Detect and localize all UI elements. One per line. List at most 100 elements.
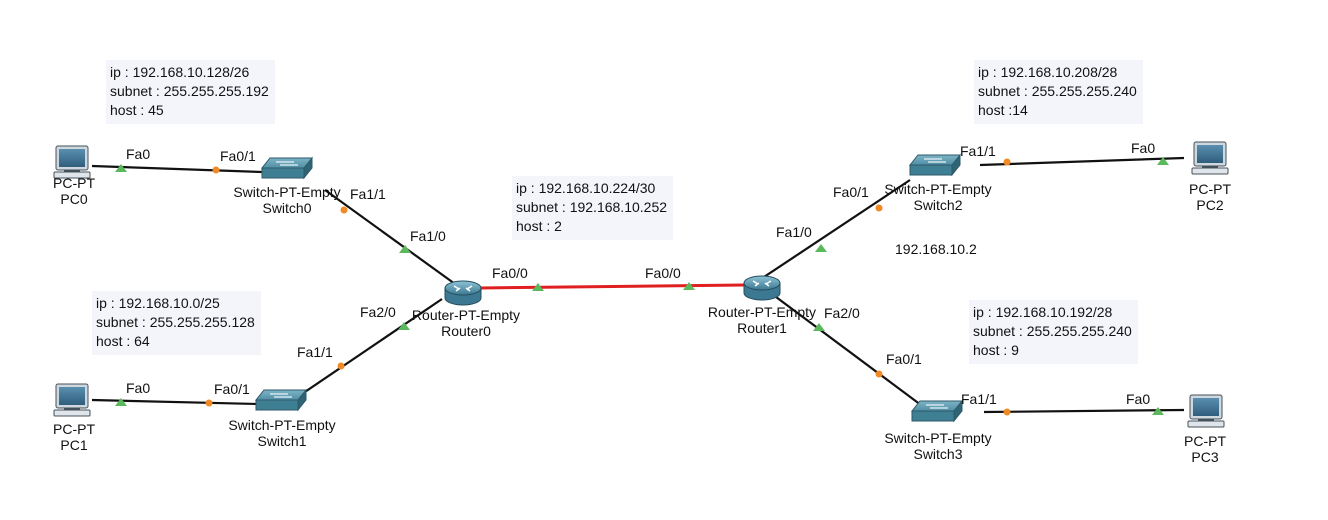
link-up-marker [398, 322, 410, 330]
device-label: Switch-PT-Empty Switch2 [877, 181, 999, 213]
link-switch0-router0[interactable] [324, 189, 463, 290]
link-blocking-marker [340, 206, 348, 214]
port-label: Fa1/1 [960, 143, 996, 159]
switch-icon[interactable] [910, 399, 964, 423]
note-subnet: subnet : 255.255.255.240 [978, 83, 1137, 99]
port-label: Fa0/1 [886, 351, 922, 367]
link-blocking-marker [212, 166, 220, 174]
link-up-marker [815, 244, 827, 252]
link-up-marker [115, 164, 127, 172]
router-icon[interactable] [444, 280, 482, 306]
link-up-marker [532, 283, 544, 291]
link-switch3-pc3[interactable] [983, 408, 1185, 414]
link-blocking-marker [875, 370, 883, 378]
device-label: Router-PT-Empty Router0 [404, 307, 528, 339]
note-subnet: subnet : 255.255.255.192 [110, 83, 269, 99]
device-name: Switch3 [913, 446, 963, 462]
port-label: Fa1/1 [350, 186, 386, 202]
port-label: Fa0/1 [214, 381, 250, 397]
note-host: host : 9 [973, 342, 1019, 358]
device-name: PC0 [60, 191, 88, 207]
device-type: Router-PT-Empty [707, 304, 817, 320]
note-ip: ip : 192.168.10.224/30 [516, 180, 656, 196]
link-blocking-marker [205, 399, 213, 407]
port-label: Fa1/0 [776, 224, 812, 240]
device-type: PC-PT [53, 175, 95, 191]
subnet-note[interactable]: ip : 192.168.10.192/28 subnet : 255.255.… [969, 300, 1138, 364]
switch-icon[interactable] [254, 388, 308, 412]
pc-icon[interactable] [1191, 141, 1229, 175]
links [91, 156, 1185, 414]
note-subnet: subnet : 255.255.255.128 [96, 314, 255, 330]
router-icon[interactable] [743, 275, 781, 301]
port-label: Fa0 [126, 146, 151, 162]
link-router1-switch2[interactable] [757, 179, 911, 282]
device-label: PC-PT PC1 [46, 421, 102, 453]
device-name: Switch2 [913, 197, 963, 213]
port-label: Fa1/1 [297, 344, 333, 360]
link-up-marker [813, 323, 825, 331]
note-host: host :14 [978, 102, 1028, 118]
port-label: Fa1/0 [410, 228, 446, 244]
note-ip: ip : 192.168.10.128/26 [110, 64, 250, 80]
device-type: PC-PT [1184, 433, 1226, 449]
port-label: Fa0/1 [833, 184, 869, 200]
link-blocking-marker [1003, 158, 1011, 166]
device-label: Switch-PT-Empty Switch3 [877, 430, 999, 462]
device-label: Router-PT-Empty Router1 [700, 304, 824, 336]
port-label: Fa0 [1131, 140, 1156, 156]
link-router0-router1[interactable] [479, 283, 745, 290]
link-router1-switch3[interactable] [771, 293, 926, 409]
port-label: Fa0/1 [220, 148, 256, 164]
device-name: Switch1 [257, 433, 307, 449]
link-router0-switch1[interactable] [295, 298, 443, 399]
device-label: Switch-PT-Empty Switch0 [226, 184, 348, 216]
subnet-note[interactable]: ip : 192.168.10.128/26 subnet : 255.255.… [106, 60, 275, 124]
note-ip: ip : 192.168.10.192/28 [973, 304, 1113, 320]
device-label: PC-PT PC3 [1177, 433, 1233, 465]
device-type: Router-PT-Empty [411, 307, 521, 323]
device-type: Switch-PT-Empty [233, 184, 341, 200]
note-subnet: subnet : 192.168.10.252 [516, 199, 668, 215]
device-label: PC-PT PC2 [1182, 181, 1238, 213]
switch-icon[interactable] [908, 153, 962, 177]
link-blocking-marker [1003, 408, 1011, 416]
port-label: Fa0 [126, 380, 151, 396]
link-up-marker [683, 282, 695, 290]
port-label: Fa0/0 [645, 265, 681, 281]
link-pc1-switch1[interactable] [91, 398, 259, 406]
device-name: Switch0 [262, 200, 312, 216]
link-blocking-marker [875, 204, 883, 212]
subnet-note[interactable]: ip : 192.168.10.208/28 subnet : 255.255.… [974, 60, 1143, 124]
subnet-note[interactable]: ip : 192.168.10.224/30 subnet : 192.168.… [512, 176, 674, 240]
link-up-marker [1152, 407, 1164, 415]
port-label: Fa2/0 [360, 304, 396, 320]
link-switch2-pc2[interactable] [979, 156, 1185, 167]
device-name: Router1 [737, 320, 787, 336]
link-up-marker [399, 245, 411, 253]
subnet-note[interactable]: ip : 192.168.10.0/25 subnet : 255.255.25… [92, 291, 261, 355]
switch-icon[interactable] [260, 156, 314, 180]
link-up-marker [1157, 157, 1169, 165]
note-subnet: subnet : 255.255.255.240 [973, 323, 1132, 339]
port-label: Fa2/0 [824, 305, 860, 321]
port-label: Fa1/1 [961, 391, 997, 407]
device-type: Switch-PT-Empty [228, 417, 336, 433]
note-host: host : 64 [96, 333, 150, 349]
pc-icon[interactable] [53, 383, 91, 417]
device-name: Router0 [441, 323, 491, 339]
link-blocking-marker [337, 362, 345, 370]
device-label: Switch-PT-Empty Switch1 [221, 417, 343, 449]
device-type: Switch-PT-Empty [884, 181, 992, 197]
pc-icon[interactable] [1187, 394, 1225, 428]
device-name: PC2 [1196, 197, 1224, 213]
device-name: PC1 [60, 437, 88, 453]
note-host: host : 45 [110, 102, 164, 118]
port-label: Fa0/0 [492, 265, 528, 281]
pc-icon[interactable] [53, 145, 91, 179]
device-type: Switch-PT-Empty [884, 430, 992, 446]
note-ip: ip : 192.168.10.208/28 [978, 64, 1118, 80]
port-label: Fa0 [1126, 391, 1151, 407]
